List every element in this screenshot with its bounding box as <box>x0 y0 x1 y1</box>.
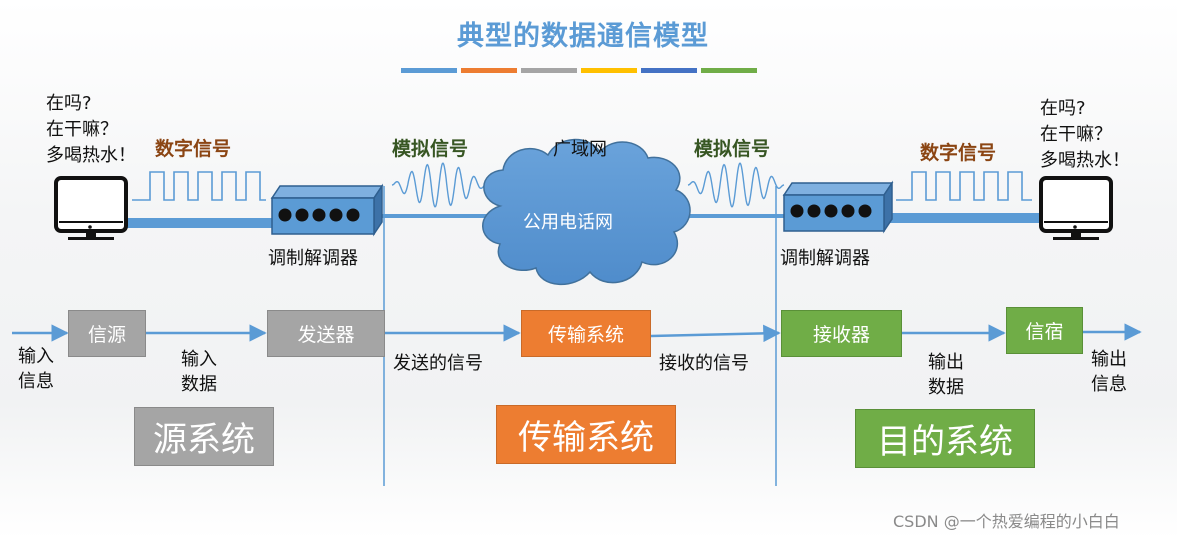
input-data-label: 输入 数据 <box>181 349 217 395</box>
right-modem-label: 调制解调器 <box>780 248 870 269</box>
wan-label: 广域网 <box>553 139 607 160</box>
transmission-box: 传输系统 <box>521 310 651 357</box>
color-bar-blue <box>401 68 457 73</box>
right-modem-icon <box>782 180 894 234</box>
left-modem-icon <box>270 183 384 237</box>
title-color-bars <box>401 68 757 73</box>
right-chat-text: 在吗? 在干嘛？ 多喝热水！ <box>1040 98 1130 171</box>
left-digital-cable <box>125 218 275 228</box>
right-digital-cable <box>890 213 1042 223</box>
right-analog-line <box>684 214 786 218</box>
output-data-label: 输出 数据 <box>928 352 964 398</box>
cloud-shape <box>482 138 691 286</box>
sink-box: 信宿 <box>1006 307 1083 354</box>
left-analog-signal-label: 模拟信号 <box>392 138 469 160</box>
right-computer-icon <box>1039 176 1113 240</box>
sent-signal-label: 发送的信号 <box>393 353 483 374</box>
left-computer-icon <box>54 176 128 240</box>
color-bar-darkblue <box>641 68 697 73</box>
color-bar-green <box>701 68 757 73</box>
source-system-box: 源系统 <box>134 407 274 466</box>
right-digital-signal-label: 数字信号 <box>920 142 997 164</box>
cloud-label: 公用电话网 <box>523 212 613 233</box>
right-analog-signal-label: 模拟信号 <box>694 138 771 160</box>
left-modem-label: 调制解调器 <box>268 248 358 269</box>
left-analog-line <box>378 214 488 218</box>
output-info-label: 输出 信息 <box>1091 349 1127 395</box>
transmitter-box: 发送器 <box>267 310 385 357</box>
receiver-box: 接收器 <box>781 310 902 357</box>
color-bar-orange <box>461 68 517 73</box>
arrow-transmission-to-receiver <box>650 324 781 343</box>
left-chat-text: 在吗? 在干嘛？ 多喝热水！ <box>46 93 136 166</box>
right-analog-wave <box>687 162 785 208</box>
color-bar-yellow <box>581 68 637 73</box>
color-bar-gray <box>521 68 577 73</box>
input-info-label: 输入 信息 <box>18 346 54 392</box>
left-square-wave <box>132 171 266 201</box>
watermark: CSDN @一个热爱编程的小白白 <box>893 512 1120 531</box>
transmission-system-box: 传输系统 <box>496 405 676 464</box>
destination-system-box: 目的系统 <box>855 409 1035 468</box>
left-digital-signal-label: 数字信号 <box>155 138 232 160</box>
page-title: 典型的数据通信模型 <box>457 21 709 52</box>
left-analog-wave <box>391 162 487 208</box>
received-signal-label: 接收的信号 <box>659 353 749 374</box>
right-square-wave <box>896 171 1032 201</box>
source-box: 信源 <box>68 310 146 357</box>
